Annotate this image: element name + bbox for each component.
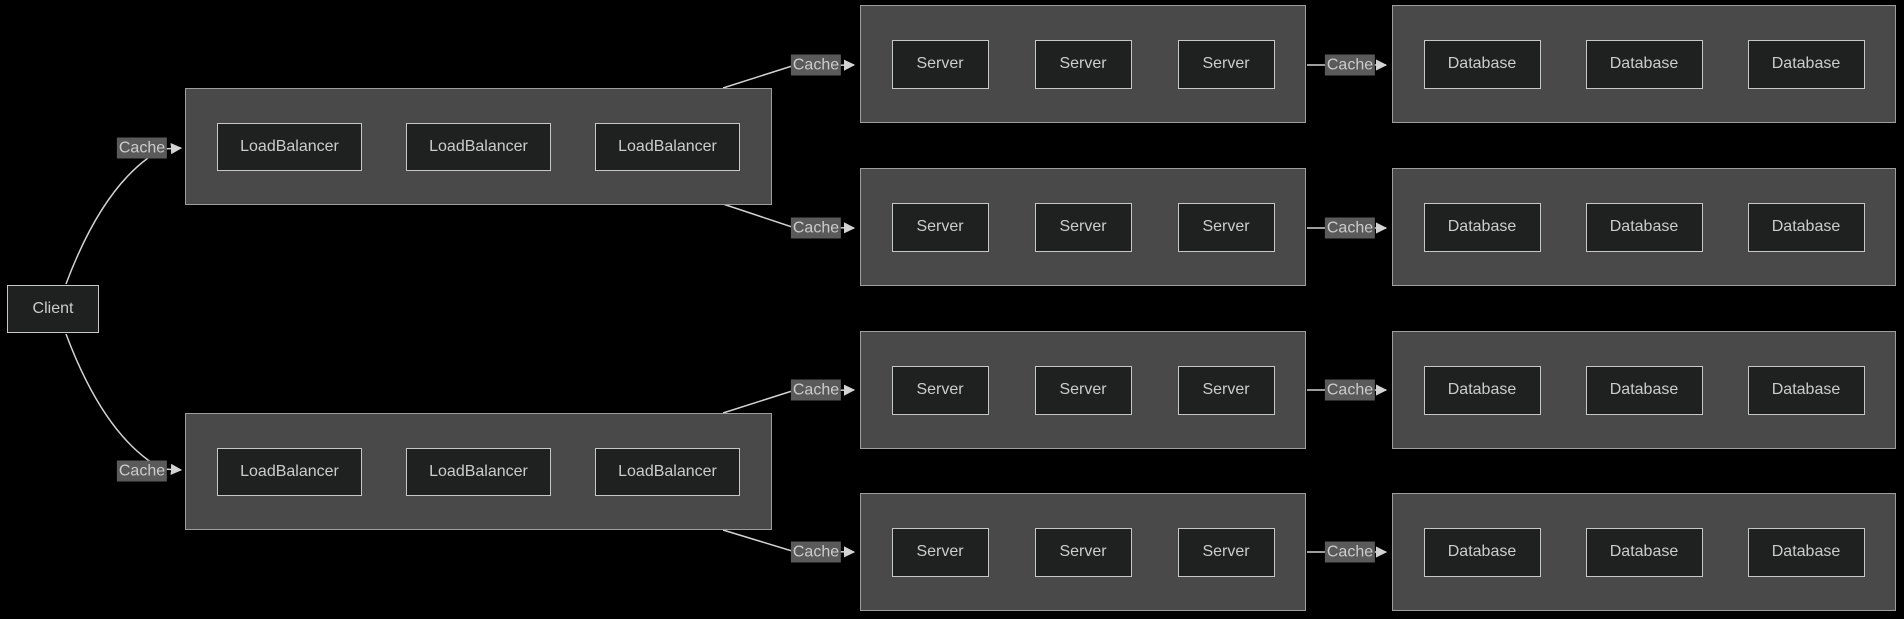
database-node: Database — [1423, 527, 1541, 577]
server-node: Server — [891, 527, 989, 577]
cache-edge-label: Cache — [1324, 379, 1376, 401]
cache-edge-label: Cache — [116, 137, 168, 159]
database-node: Database — [1747, 39, 1865, 89]
cache-edge-label: Cache — [790, 54, 842, 76]
cache-edge-label: Cache — [790, 541, 842, 563]
database-node: Database — [1585, 202, 1703, 252]
database-node: Database — [1747, 527, 1865, 577]
client-node: Client — [7, 285, 99, 333]
database-node: Database — [1585, 365, 1703, 415]
loadbalancer-group-1: LoadBalancer LoadBalancer LoadBalancer — [185, 88, 772, 205]
server-node: Server — [1177, 202, 1275, 252]
loadbalancer-group-2: LoadBalancer LoadBalancer LoadBalancer — [185, 413, 772, 530]
server-node: Server — [1034, 527, 1132, 577]
cache-edge-label: Cache — [790, 379, 842, 401]
database-group-2: Database Database Database — [1392, 168, 1896, 286]
database-group-4: Database Database Database — [1392, 493, 1896, 611]
server-group-3: Server Server Server — [860, 331, 1306, 449]
database-node: Database — [1747, 365, 1865, 415]
server-node: Server — [1034, 39, 1132, 89]
database-node: Database — [1747, 202, 1865, 252]
loadbalancer-node: LoadBalancer — [595, 122, 740, 171]
loadbalancer-node: LoadBalancer — [595, 447, 740, 496]
cache-edge-label: Cache — [1324, 541, 1376, 563]
database-group-1: Database Database Database — [1392, 5, 1896, 123]
server-node: Server — [891, 39, 989, 89]
server-node: Server — [1177, 365, 1275, 415]
server-group-4: Server Server Server — [860, 493, 1306, 611]
server-node: Server — [1034, 365, 1132, 415]
database-node: Database — [1585, 39, 1703, 89]
server-node: Server — [891, 202, 989, 252]
server-group-1: Server Server Server — [860, 5, 1306, 123]
server-node: Server — [1177, 39, 1275, 89]
database-node: Database — [1423, 39, 1541, 89]
database-node: Database — [1585, 527, 1703, 577]
server-node: Server — [1177, 527, 1275, 577]
cache-edge-label: Cache — [790, 217, 842, 239]
database-node: Database — [1423, 365, 1541, 415]
loadbalancer-node: LoadBalancer — [406, 447, 551, 496]
cache-edge-label: Cache — [1324, 217, 1376, 239]
server-node: Server — [891, 365, 989, 415]
server-group-2: Server Server Server — [860, 168, 1306, 286]
loadbalancer-node: LoadBalancer — [217, 447, 362, 496]
database-group-3: Database Database Database — [1392, 331, 1896, 449]
server-node: Server — [1034, 202, 1132, 252]
cache-edge-label: Cache — [1324, 54, 1376, 76]
edge-client-to-lb-group-1 — [65, 142, 183, 285]
database-node: Database — [1423, 202, 1541, 252]
edge-client-to-lb-group-2 — [65, 333, 183, 476]
loadbalancer-node: LoadBalancer — [406, 122, 551, 171]
cache-edge-label: Cache — [116, 460, 168, 482]
loadbalancer-node: LoadBalancer — [217, 122, 362, 171]
